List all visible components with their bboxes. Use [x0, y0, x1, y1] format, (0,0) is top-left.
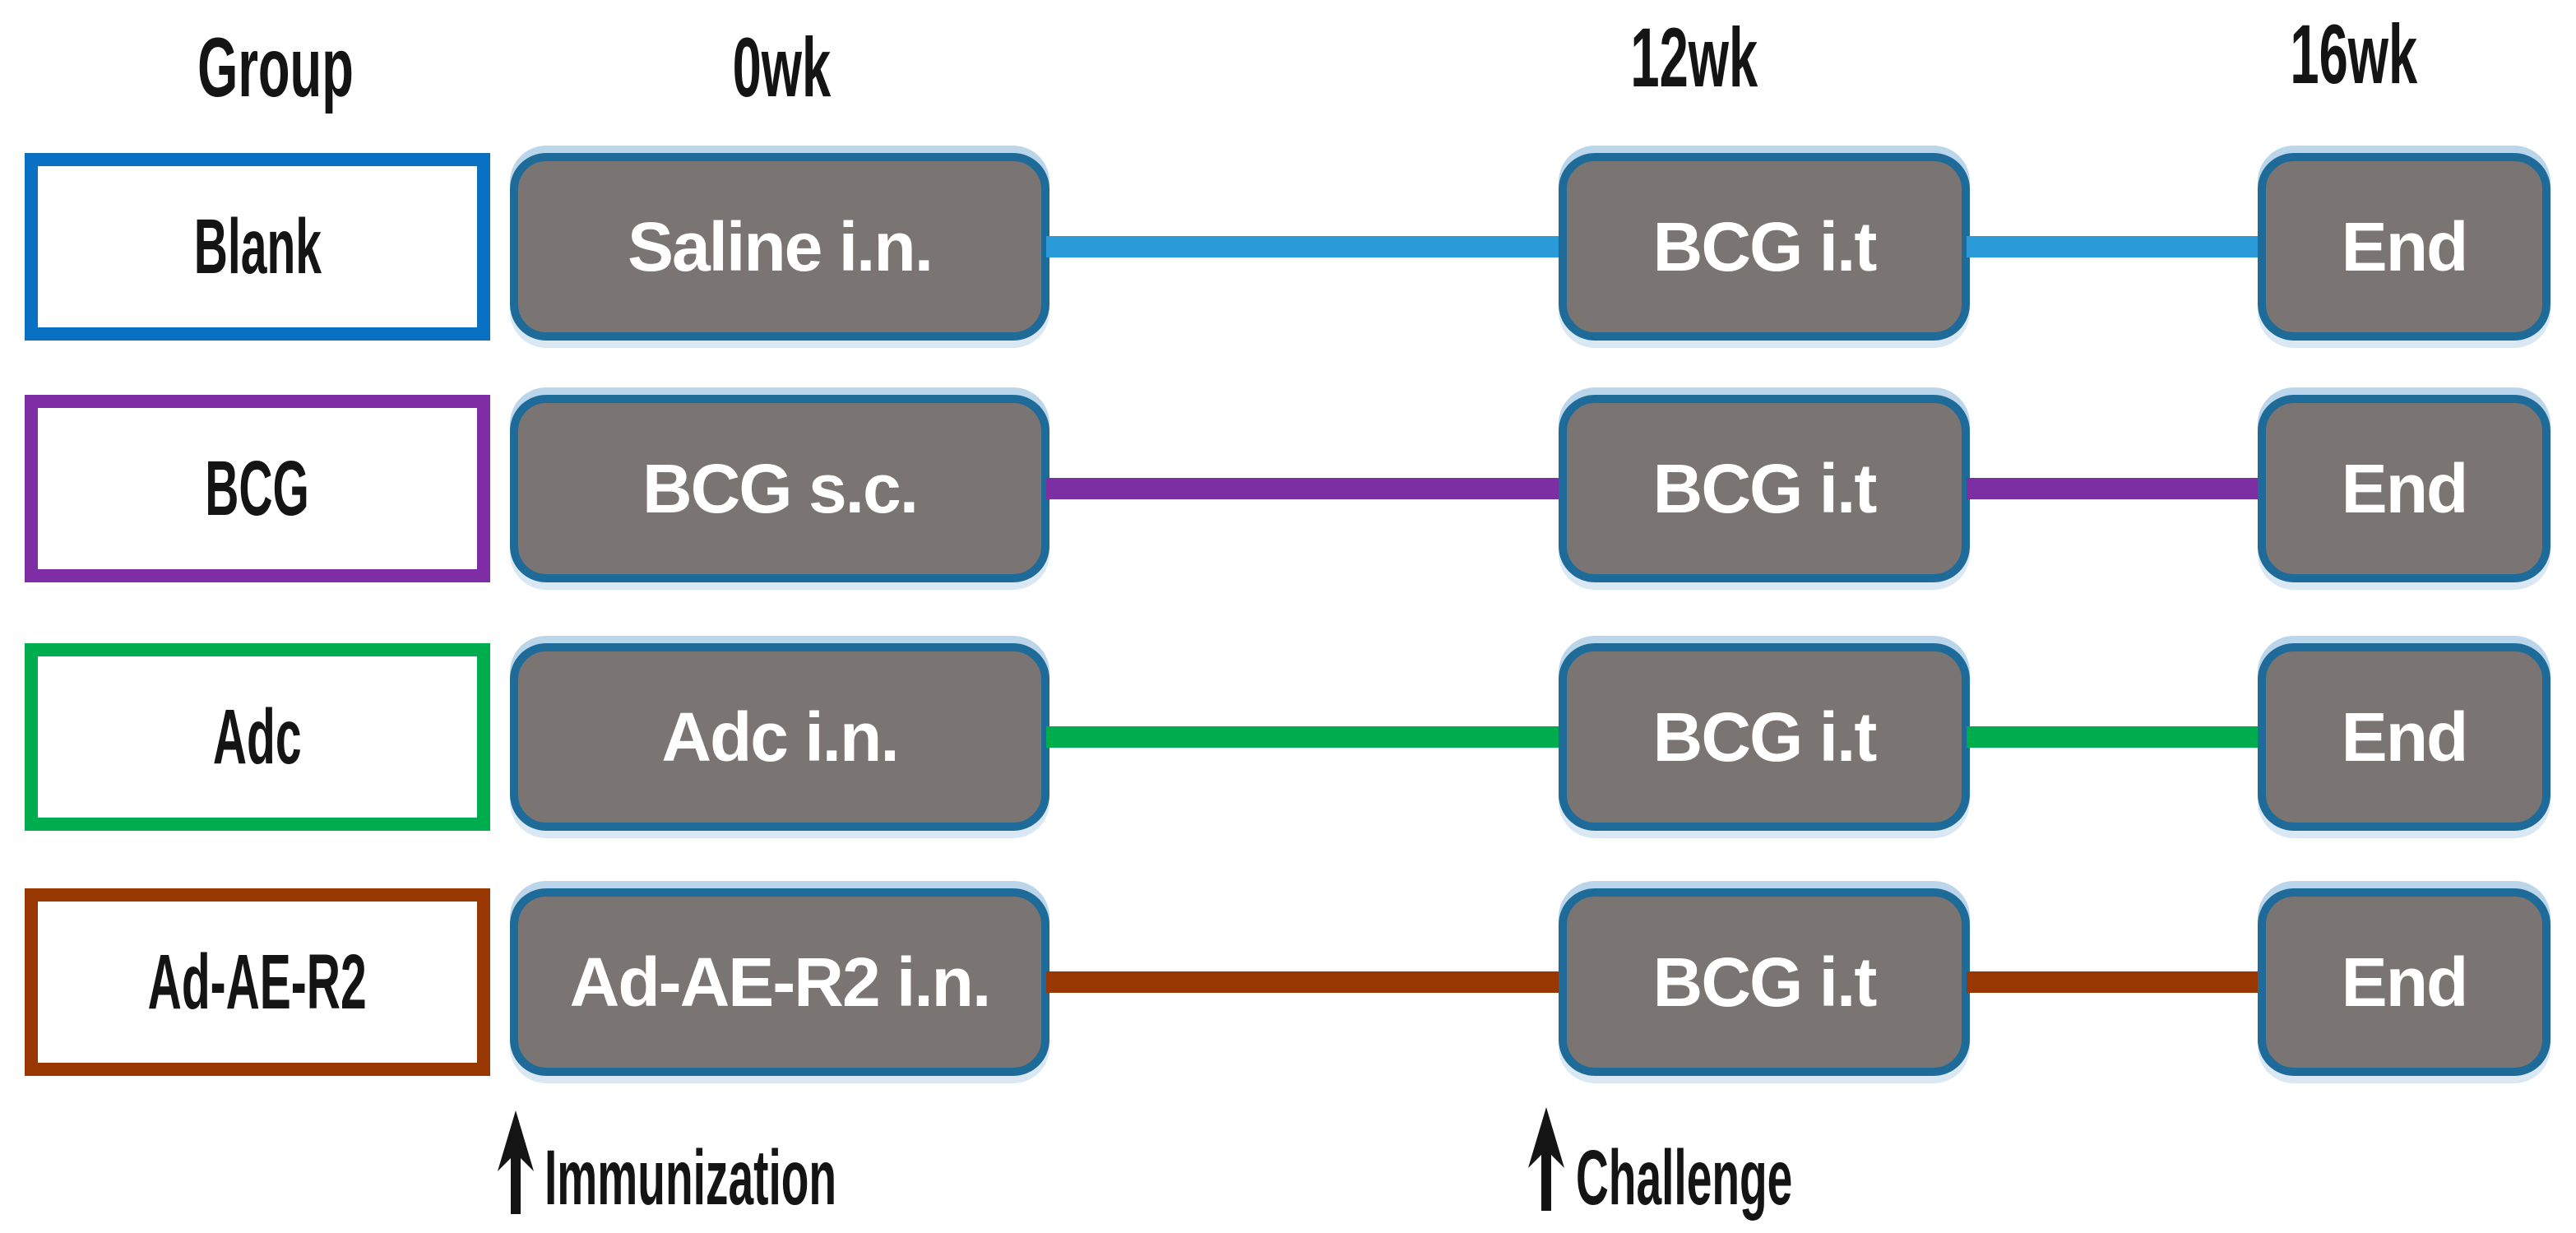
- immunization-node: BCG s.c.: [510, 395, 1049, 582]
- challenge-node: BCG i.t: [1559, 888, 1970, 1076]
- challenge-node: BCG i.t: [1559, 643, 1970, 831]
- column-header-0wk-label: 0wk: [732, 21, 831, 114]
- challenge-node: BCG i.t: [1559, 153, 1970, 341]
- timeline-connector: [1046, 726, 1563, 748]
- immunization-node: Ad-AE-R2 i.n.: [510, 888, 1049, 1076]
- group-label-box: BCG: [25, 395, 490, 582]
- group-label: Adc: [213, 693, 302, 781]
- timeline-connector: [1046, 478, 1563, 499]
- timeline-row-ad-ae-r2: Ad-AE-R2 Ad-AE-R2 i.n. BCG i.t End: [0, 888, 2576, 1076]
- immunization-node: Saline i.n.: [510, 153, 1049, 341]
- group-label: Ad-AE-R2: [147, 938, 367, 1026]
- end-node: End: [2258, 643, 2551, 831]
- timeline-connector: [1967, 726, 2261, 748]
- end-node: End: [2258, 888, 2551, 1076]
- timeline-connector: [1967, 478, 2261, 499]
- challenge-node: BCG i.t: [1559, 395, 1970, 582]
- timeline-row-adc: Adc Adc i.n. BCG i.t End: [0, 643, 2576, 831]
- group-label-box: Blank: [25, 153, 490, 341]
- up-arrow-icon: [498, 1110, 534, 1214]
- immunization-annotation: Immunization: [544, 1133, 1048, 1223]
- challenge-annotation: Challenge: [1576, 1133, 1949, 1223]
- immunization-node: Adc i.n.: [510, 643, 1049, 831]
- timeline-connector: [1967, 971, 2261, 993]
- column-header-group-label: Group: [197, 21, 354, 114]
- timeline-row-blank: Blank Saline i.n. BCG i.t End: [0, 153, 2576, 341]
- end-node: End: [2258, 395, 2551, 582]
- end-node: End: [2258, 153, 2551, 341]
- timeline-row-bcg: BCG BCG s.c. BCG i.t End: [0, 395, 2576, 582]
- challenge-annotation-label: Challenge: [1576, 1134, 1793, 1221]
- immunization-annotation-label: Immunization: [544, 1134, 837, 1221]
- group-label: BCG: [205, 444, 310, 532]
- timeline-connector: [1967, 236, 2261, 257]
- group-label-box: Ad-AE-R2: [25, 888, 490, 1076]
- group-label: Blank: [193, 202, 322, 290]
- timeline-connector: [1046, 236, 1563, 257]
- timeline-connector: [1046, 971, 1563, 993]
- group-label-box: Adc: [25, 643, 490, 831]
- column-header-16wk-label: 16wk: [2290, 7, 2418, 101]
- up-arrow-icon: [1528, 1107, 1564, 1211]
- column-header-12wk-label: 12wk: [1630, 11, 1758, 104]
